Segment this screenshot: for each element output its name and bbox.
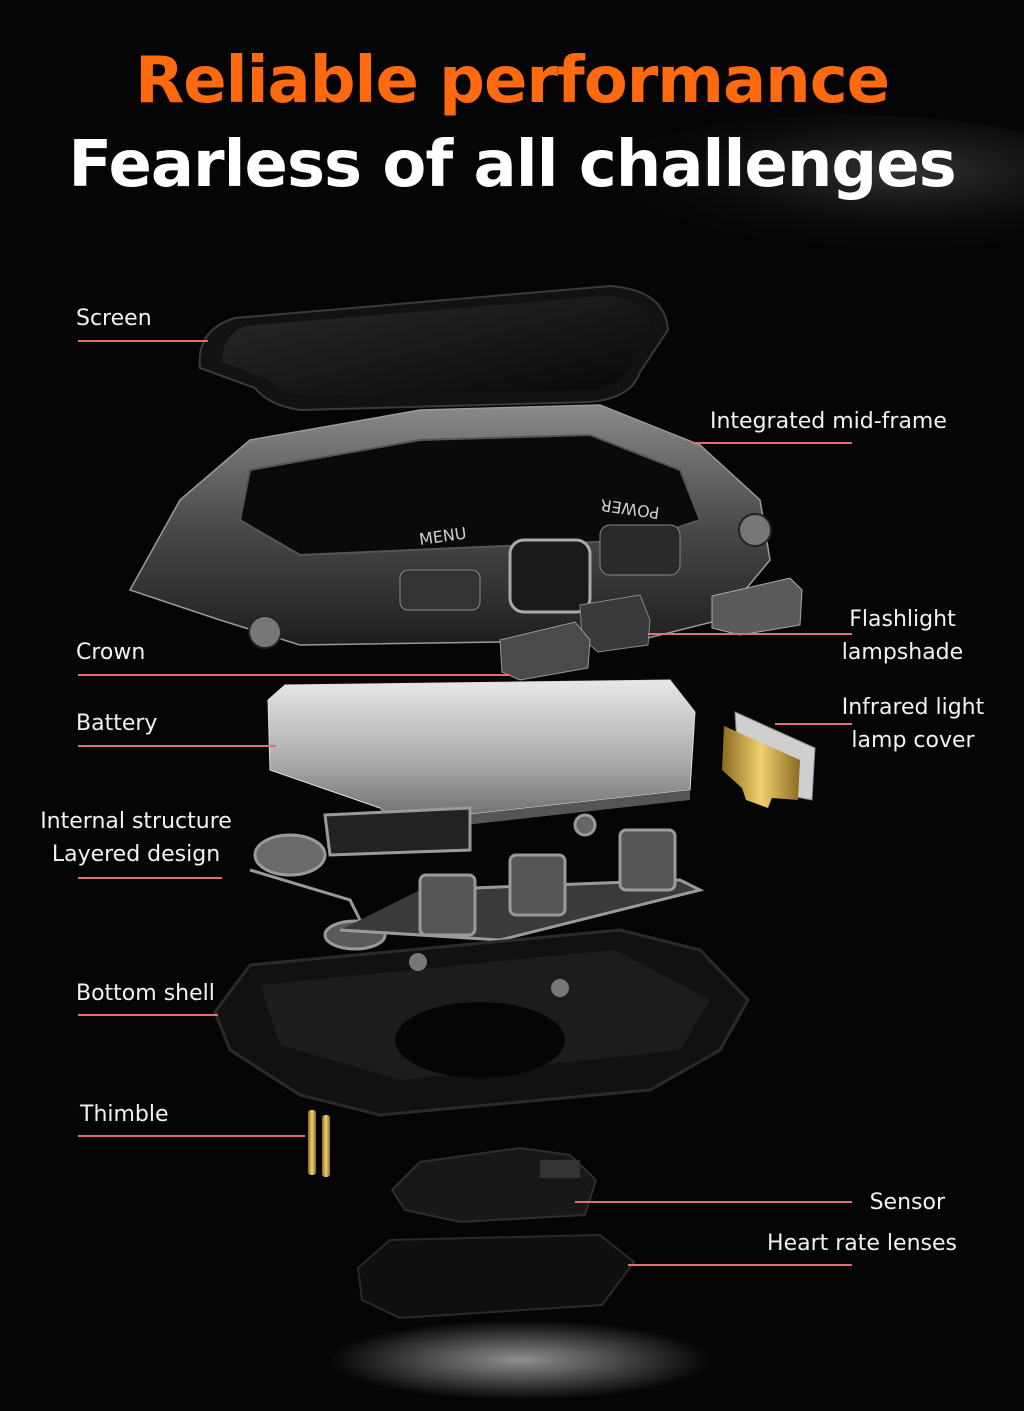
label-screen: Screen [76, 306, 152, 331]
bottom-glow [330, 1320, 710, 1400]
label-internal-line1: Internal structure [40, 809, 232, 834]
label-mid-frame: Integrated mid-frame [710, 409, 947, 434]
label-infrared-line1: Infrared light [841, 695, 985, 720]
thimble-part [308, 1110, 330, 1177]
sensor-part [390, 1146, 598, 1224]
label-flashlight-line2: lampshade [841, 640, 964, 665]
label-bottom-shell: Bottom shell [76, 981, 215, 1006]
label-internal-line2: Layered design [51, 842, 221, 867]
label-flashlight-line1: Flashlight [849, 607, 956, 632]
infrared-lamp-cover-part [722, 711, 816, 808]
label-crown: Crown [76, 640, 146, 665]
heart-rate-lenses-part [356, 1233, 636, 1320]
rock-texture-backdrop [590, 115, 1024, 255]
leader-lines [78, 340, 852, 1266]
label-battery: Battery [76, 711, 158, 736]
headline-line-2: Fearless of all challenges [68, 128, 956, 202]
internal-structure-part [249, 806, 705, 951]
label-infrared-line2: lamp cover [851, 728, 975, 753]
headline-line-1: Reliable performance [134, 44, 890, 118]
battery-part [267, 679, 696, 832]
label-sensor: Sensor [869, 1190, 945, 1215]
screen-part [198, 284, 670, 412]
mid-frame-part: MENU POWER [128, 404, 772, 649]
flashlight-lampshade-part [579, 577, 803, 653]
crown-part [499, 621, 591, 681]
bottom-shell-part [213, 928, 750, 1117]
label-thimble: Thimble [80, 1102, 169, 1127]
label-heart-rate-lenses: Heart rate lenses [767, 1231, 957, 1256]
